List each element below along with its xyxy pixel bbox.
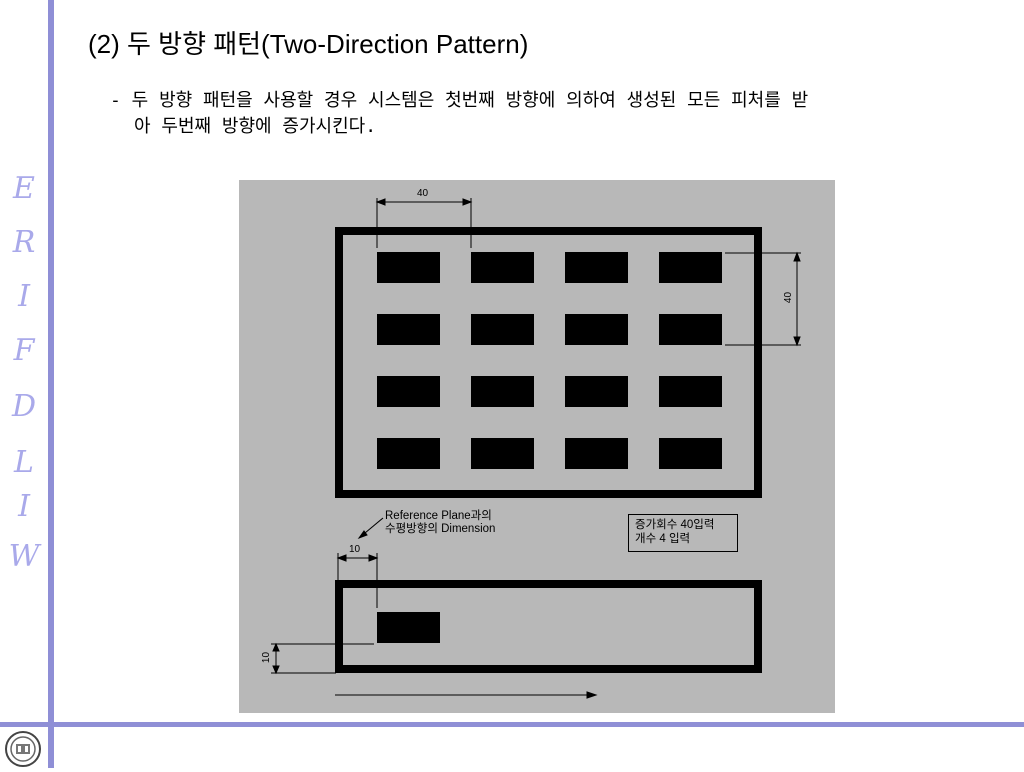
body-paragraph: - 두 방향 패턴을 사용할 경우 시스템은 첫번째 방향에 의하여 생성된 모… bbox=[110, 88, 990, 140]
pattern-feature bbox=[377, 376, 440, 407]
direction-arrow bbox=[335, 691, 598, 699]
note-line-1: 증가회수 40입력 bbox=[635, 519, 715, 531]
pattern-feature bbox=[471, 438, 534, 469]
outer-frame-top bbox=[335, 227, 762, 498]
pattern-feature bbox=[659, 314, 722, 345]
brand-letter: R bbox=[12, 225, 36, 260]
pattern-feature bbox=[471, 314, 534, 345]
note-line-2: 개수 4 입력 bbox=[635, 533, 691, 545]
sidebar-brand-wildfire: E R I F D L I W bbox=[0, 170, 48, 590]
brand-letter: D bbox=[11, 389, 37, 424]
annotation-line-1: Reference Plane과의 bbox=[385, 510, 492, 522]
pattern-figure: 40 40 Reference Plane과의 수평방향의 Dimension … bbox=[239, 180, 835, 713]
pattern-feature bbox=[377, 438, 440, 469]
pattern-feature bbox=[377, 314, 440, 345]
feature-grid bbox=[377, 252, 722, 469]
brand-letter: I bbox=[18, 489, 30, 524]
body-line-2: 아 두번째 방향에 증가시킨다. bbox=[134, 116, 377, 137]
pattern-feature bbox=[377, 252, 440, 283]
dim-small-top bbox=[336, 553, 379, 608]
dim-small-left-label: 10 bbox=[261, 651, 273, 664]
annotation-line-2: 수평방향의 Dimension bbox=[385, 523, 496, 535]
footer-divider-line bbox=[0, 722, 1024, 727]
pattern-feature bbox=[565, 314, 628, 345]
pattern-feature bbox=[659, 438, 722, 469]
page-title: (2) 두 방향 패턴(Two-Direction Pattern) bbox=[88, 29, 529, 59]
seed-feature bbox=[377, 612, 440, 643]
brand-letter: E bbox=[13, 171, 35, 206]
pattern-feature bbox=[565, 376, 628, 407]
brand-letter: F bbox=[13, 333, 35, 368]
pattern-feature bbox=[659, 376, 722, 407]
pattern-feature bbox=[565, 438, 628, 469]
note-box: 증가회수 40입력 개수 4 입력 bbox=[628, 514, 738, 552]
annotation-text: Reference Plane과의 수평방향의 Dimension bbox=[385, 510, 495, 536]
pattern-drawing bbox=[271, 198, 801, 699]
dim-small-top-label: 10 bbox=[349, 544, 361, 555]
dim-small-left bbox=[271, 642, 374, 675]
university-seal-icon bbox=[3, 730, 43, 768]
dim-right-label: 40 bbox=[783, 291, 795, 304]
pattern-feature bbox=[471, 376, 534, 407]
brand-letter: I bbox=[18, 279, 30, 314]
pattern-feature bbox=[659, 252, 722, 283]
body-line-1: - 두 방향 패턴을 사용할 경우 시스템은 첫번째 방향에 의하여 생성된 모… bbox=[110, 90, 809, 111]
dim-top bbox=[375, 198, 473, 248]
outer-frame-bottom bbox=[335, 580, 762, 673]
annotation-leader bbox=[357, 517, 384, 540]
brand-letter: L bbox=[14, 445, 34, 480]
dim-right bbox=[725, 251, 801, 347]
dim-top-label: 40 bbox=[417, 188, 429, 199]
pattern-feature bbox=[471, 252, 534, 283]
brand-letter: W bbox=[8, 539, 40, 574]
pattern-feature bbox=[565, 252, 628, 283]
sidebar-divider-line bbox=[48, 0, 54, 768]
